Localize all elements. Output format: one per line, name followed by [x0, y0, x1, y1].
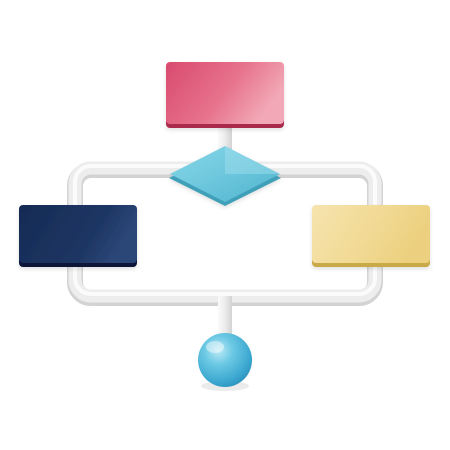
end-node — [198, 333, 252, 391]
start-box — [166, 62, 284, 128]
left-process-box — [19, 205, 137, 267]
connector-bottom-stem — [218, 296, 232, 344]
decision-diamond-highlight — [225, 146, 280, 174]
start-box-face — [166, 62, 284, 124]
end-node-highlight — [206, 341, 224, 353]
right-process-box-face — [312, 205, 430, 263]
end-node-sphere — [198, 333, 252, 387]
right-process-box — [312, 205, 430, 267]
decision-diamond — [169, 146, 281, 206]
left-process-box-face — [19, 205, 137, 263]
